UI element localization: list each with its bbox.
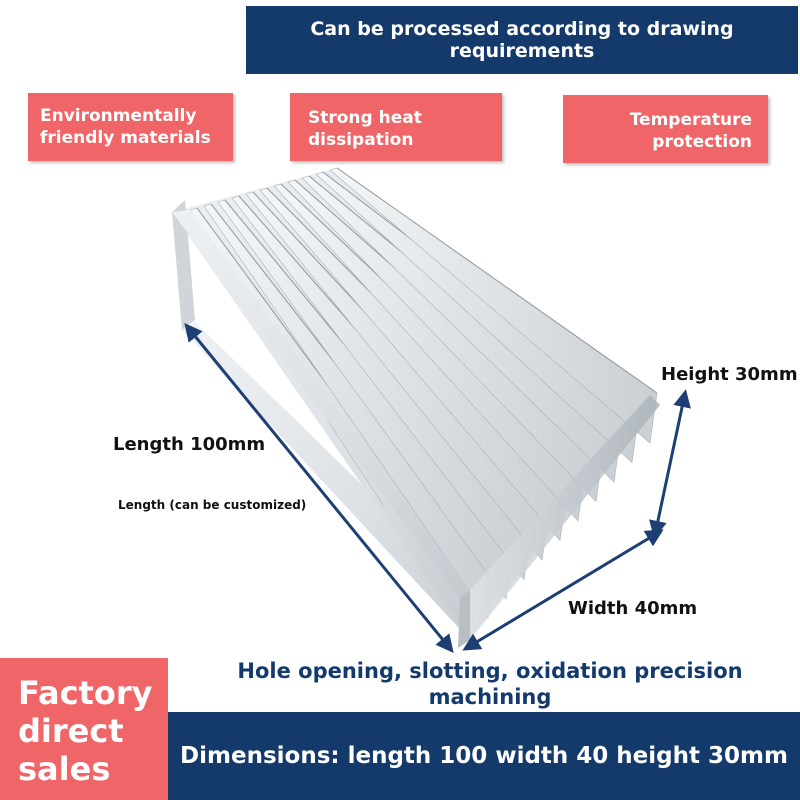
width-label: Width 40mm (568, 598, 698, 619)
length-arrow (184, 323, 454, 653)
heatsink-fin-edge (336, 167, 658, 394)
top-banner: Can be processed according to drawing re… (246, 6, 798, 74)
factory-line-2: direct (18, 712, 124, 750)
feature-label-heat: Strong heat dissipation (308, 108, 422, 150)
length-note: Length (can be customized) (118, 498, 307, 512)
feature-badge-eco: Environmentally friendly materials (28, 93, 233, 161)
dimensions-banner: Dimensions: length 100 width 40 height 3… (168, 712, 800, 800)
top-banner-text: Can be processed according to drawing re… (310, 18, 734, 62)
feature-label-temperature: Temperature protection (629, 110, 752, 152)
height-label: Height 30mm (661, 364, 798, 385)
width-arrow (462, 529, 664, 651)
feature-label-eco: Environmentally friendly materials (40, 106, 211, 148)
factory-line-1: Factory (18, 674, 153, 712)
feature-badge-heat: Strong heat dissipation (290, 93, 502, 161)
length-label: Length 100mm (113, 434, 266, 455)
factory-line-3: sales (18, 750, 111, 788)
factory-direct-badge: Factory direct sales (0, 658, 168, 800)
machining-caption: Hole opening, slotting, oxidation precis… (237, 659, 743, 709)
heatsink-back-edge (172, 200, 195, 330)
height-arrow (649, 389, 691, 539)
feature-badge-temperature: Temperature protection (563, 95, 768, 163)
dimensions-banner-text: Dimensions: length 100 width 40 height 3… (180, 743, 788, 769)
